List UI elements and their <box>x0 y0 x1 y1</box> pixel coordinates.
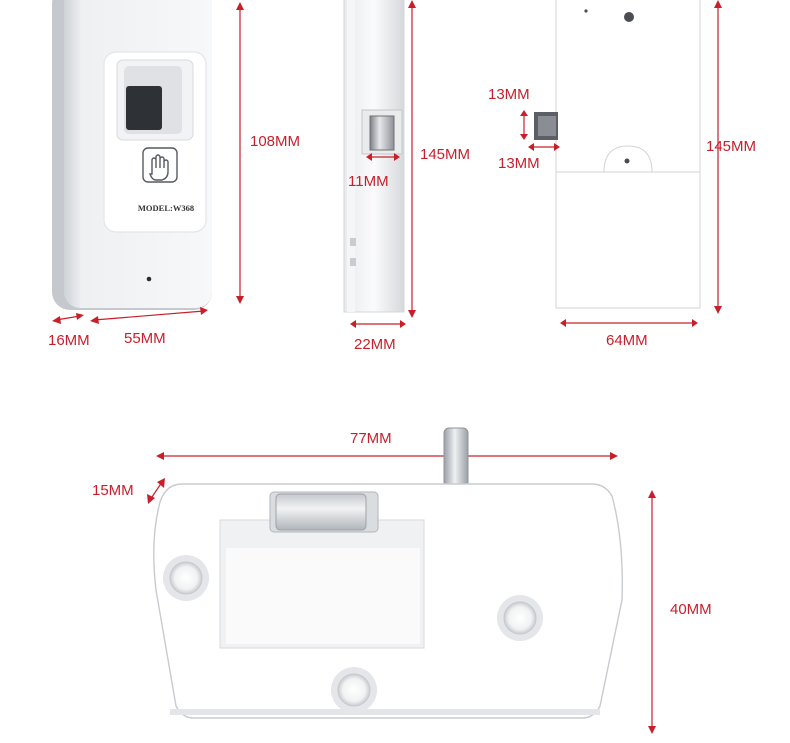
dimension-arrows <box>520 110 528 140</box>
dim-front-height: 108MM <box>250 133 300 150</box>
dim-strike-depth: 15MM <box>92 482 134 499</box>
side-bolt <box>369 115 395 151</box>
dim-front-depth: 16MM <box>48 332 90 349</box>
back-notch <box>603 145 653 173</box>
indicator-led <box>146 276 152 282</box>
dimension-arrows <box>147 478 165 504</box>
fingerprint-sensor <box>126 86 162 130</box>
dimension-line <box>93 310 205 321</box>
side-slot <box>350 238 356 246</box>
back-bolt-face <box>538 116 556 136</box>
front-view: MODEL:W368 108MM 16MM 55MM <box>48 0 300 349</box>
back-body <box>555 0 701 309</box>
mounting-hole <box>337 673 371 707</box>
screw-hole <box>624 12 634 22</box>
side-slot <box>350 258 356 266</box>
back-view: 13MM 13MM 145MM 64MM <box>488 0 756 349</box>
strike-plate-view: 77MM 15MM 40MM <box>92 427 712 734</box>
dim-front-width: 55MM <box>124 330 166 347</box>
dim-back-bolt-height: 13MM <box>488 86 530 103</box>
dim-bolt-width: 11MM <box>348 173 389 190</box>
side-edge <box>347 0 355 312</box>
strike-recess-floor <box>226 548 420 644</box>
dim-strike-height: 40MM <box>670 601 712 618</box>
dim-strike-width: 77MM <box>350 430 392 447</box>
roller <box>275 493 367 531</box>
dimension-arrows <box>52 313 84 324</box>
mounting-hole <box>503 601 537 635</box>
dim-back-width: 64MM <box>606 332 648 349</box>
dim-back-bolt-width: 13MM <box>498 155 540 172</box>
mounting-hole <box>169 561 203 595</box>
dimension-arrows <box>350 320 406 328</box>
side-view: 11MM 145MM 22MM <box>343 0 470 353</box>
model-label: MODEL:W368 <box>138 203 194 213</box>
touch-hand-icon <box>142 147 178 183</box>
screw-hole <box>624 158 630 164</box>
dim-side-height: 145MM <box>420 146 470 163</box>
dim-side-depth: 22MM <box>354 336 396 353</box>
strike-pin <box>443 427 469 493</box>
dim-back-height: 145MM <box>706 138 756 155</box>
pin-hole <box>584 9 588 13</box>
